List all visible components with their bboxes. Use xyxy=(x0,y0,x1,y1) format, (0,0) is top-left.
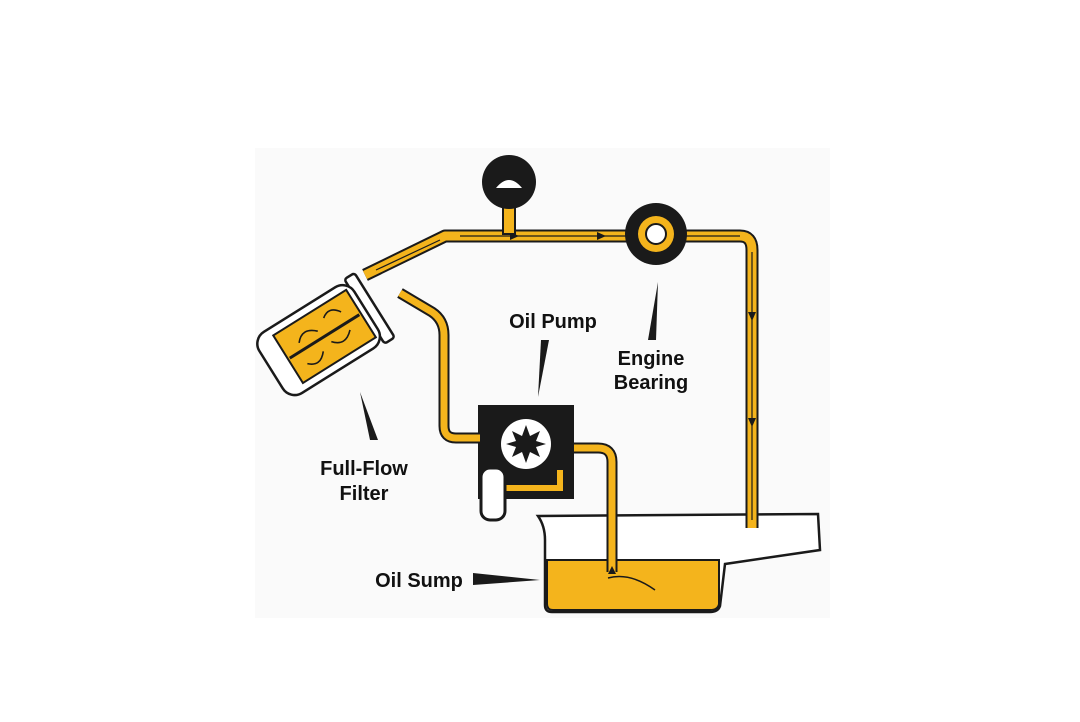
full-flow-filter xyxy=(256,272,395,397)
engine-bearing-label-line2: Bearing xyxy=(614,372,688,394)
gauge-needle xyxy=(496,180,522,188)
oil-pump xyxy=(478,405,574,522)
bearing-journal xyxy=(645,223,667,245)
full-flow-filter-label-line2: Filter xyxy=(340,483,389,505)
oil-sump-label: Oil Sump xyxy=(375,570,463,592)
pump-gear-icon xyxy=(506,425,546,463)
full-flow-filter-pointer xyxy=(360,392,378,440)
pump-to-filter-pipe xyxy=(397,288,480,444)
engine-bearing-label-line1: Engine xyxy=(618,348,685,370)
sump-oil xyxy=(546,559,720,611)
pressure-gauge xyxy=(482,155,536,235)
pump-internal-passage xyxy=(505,470,563,491)
oil-sump-pointer xyxy=(473,573,540,585)
engine-bearing xyxy=(625,203,687,265)
sump-flow-arrow xyxy=(607,575,656,591)
pickup-pipe xyxy=(560,442,618,574)
engine-bearing-pointer xyxy=(648,282,658,340)
full-flow-filter-label-line1: Full-Flow xyxy=(320,458,408,480)
main-oil-gallery xyxy=(362,229,759,528)
oil-pump-label: Oil Pump xyxy=(509,311,597,333)
relief-valve xyxy=(479,466,507,522)
oil-pump-pointer xyxy=(538,340,549,397)
